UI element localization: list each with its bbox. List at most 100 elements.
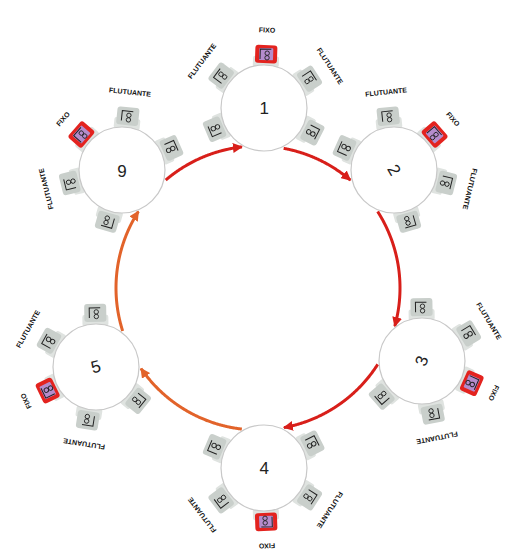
clamp-icon — [305, 436, 319, 450]
fixed-clamp — [253, 45, 280, 68]
clamp-icon — [217, 497, 223, 503]
clamp-icon — [214, 493, 229, 508]
clamp-icon — [404, 216, 409, 221]
clamp-body — [410, 298, 432, 316]
clamp-icon — [78, 130, 84, 136]
clamp-icon — [101, 216, 114, 229]
fixed-clamp-label: FIXO — [18, 391, 34, 411]
clamp-pad — [259, 516, 273, 528]
clamp-body — [420, 403, 445, 425]
flow-arrow — [378, 211, 400, 326]
flow-arrow — [116, 211, 138, 331]
clamp-icon — [265, 55, 270, 60]
clamp-icon — [135, 399, 141, 405]
clamp-icon — [82, 415, 94, 427]
clamp-icon — [74, 127, 89, 142]
clamp-body — [84, 304, 106, 322]
clamp-icon — [121, 111, 133, 122]
station-number: 6 — [117, 161, 126, 178]
clamp-icon — [387, 117, 392, 122]
clamp-icon — [304, 78, 310, 84]
station-circle: 1 — [220, 64, 308, 152]
clamp-icon — [70, 178, 75, 183]
station-circle: 2 — [350, 126, 438, 214]
clamp-icon — [85, 414, 90, 419]
clamp-icon — [166, 147, 172, 153]
clamp-icon — [427, 408, 440, 420]
clamp-icon — [429, 413, 434, 418]
clamp-icon — [303, 493, 309, 499]
floating-clamp-label: FLUTUANTE — [108, 86, 153, 100]
clamp-icon — [64, 177, 76, 190]
clamp-icon — [263, 516, 268, 521]
flow-arrow — [284, 364, 378, 427]
station-disc — [351, 127, 437, 213]
fixed-clamp-label: FIXO — [258, 25, 277, 35]
clamp-body — [396, 210, 422, 233]
clamp-icon — [382, 111, 394, 122]
clamp-icon — [215, 444, 221, 450]
station-number: 4 — [260, 459, 269, 476]
clamp-pad — [425, 125, 443, 143]
fixed-clamp-label: FIXO — [54, 109, 73, 129]
clamp-icon — [66, 180, 71, 185]
clamp-icon — [220, 494, 226, 500]
clamp-icon — [440, 176, 452, 189]
station-circle: 6 — [78, 126, 166, 214]
fixed-clamp-label: FIXO — [258, 541, 277, 551]
clamp-body — [75, 410, 100, 431]
station-disc — [221, 65, 307, 151]
clamp-icon — [214, 69, 229, 84]
station-disc — [221, 425, 307, 511]
floating-clamp — [82, 304, 108, 326]
station-disc — [379, 318, 465, 404]
clamp-icon — [89, 308, 100, 318]
clamp-icon — [381, 390, 387, 396]
clamp-icon — [465, 380, 471, 386]
clamp-icon — [263, 521, 268, 526]
clamp-body — [255, 45, 278, 64]
clamp-icon — [440, 180, 445, 185]
clamp-icon — [463, 333, 469, 339]
clamp-body — [58, 170, 81, 196]
clamp-icon — [444, 182, 449, 187]
clamp-icon — [428, 408, 433, 413]
clamp-icon — [303, 490, 317, 505]
clamp-icon — [208, 123, 222, 137]
clamp-icon — [429, 134, 435, 140]
clamp-icon — [415, 302, 426, 312]
clamp-icon — [306, 129, 312, 135]
clamp-icon — [427, 127, 442, 142]
clamp-icon — [84, 419, 89, 424]
floating-clamp-label: FLUTUANTE — [415, 429, 460, 446]
clamp-icon — [82, 133, 88, 139]
station-disc — [79, 127, 165, 213]
flow-arrow — [284, 148, 351, 180]
clamp-icon — [48, 385, 54, 391]
floating-clamp-label: FLUTUANTE — [37, 166, 56, 211]
clamp-icon — [105, 215, 110, 220]
fixed-clamp-label: FIXO — [443, 109, 462, 129]
clamp-pad — [259, 48, 273, 60]
clamp-icon — [94, 314, 98, 318]
clamp-icon — [377, 393, 383, 399]
flow-arrow — [166, 147, 242, 180]
clamp-icon — [302, 71, 316, 86]
clamp-icon — [126, 113, 131, 118]
flow-arrow — [141, 368, 242, 429]
clamp-pad — [39, 382, 56, 400]
clamp-icon — [126, 117, 131, 122]
clamp-icon — [387, 113, 392, 118]
clamp-icon — [42, 334, 56, 348]
clamp-icon — [261, 517, 272, 527]
clamp-icon — [265, 51, 270, 56]
floating-clamp-label: FLUTUANTE — [460, 166, 479, 211]
clamp-icon — [164, 140, 178, 154]
clamp-body — [376, 106, 400, 126]
clamp-body — [435, 170, 458, 196]
clamp-icon — [403, 215, 416, 228]
clamp-body — [255, 512, 278, 531]
clamp-icon — [420, 304, 424, 308]
clamp-icon — [375, 390, 390, 405]
